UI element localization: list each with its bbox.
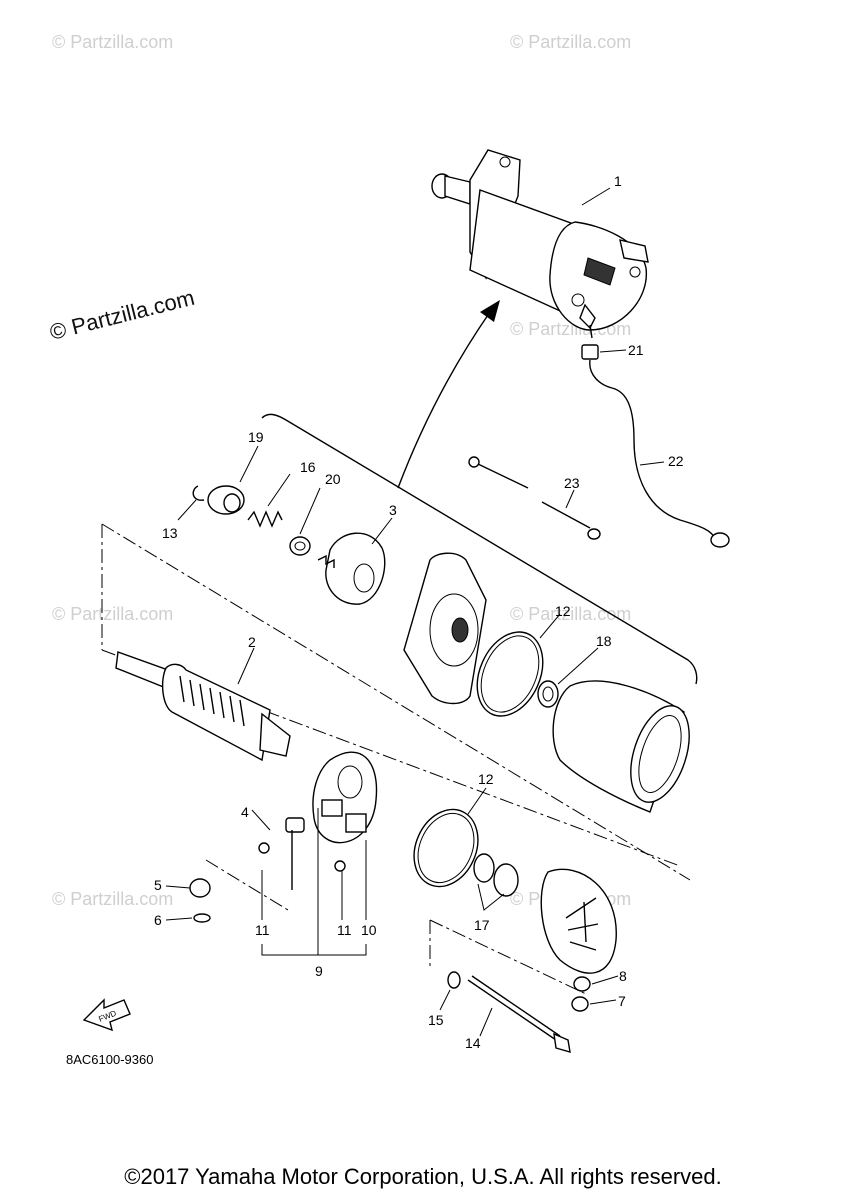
- yoke: [552, 680, 690, 813]
- callout-4: 4: [241, 804, 249, 820]
- callout-14: 14: [465, 1035, 481, 1051]
- callout-19: 19: [248, 429, 264, 445]
- callout-2: 2: [248, 634, 256, 650]
- callout-11-right: 11: [337, 922, 352, 938]
- callout-18: 18: [596, 633, 612, 649]
- callout-17: 17: [474, 917, 490, 933]
- leader-line: [581, 187, 611, 206]
- small-wires: [468, 456, 601, 540]
- o-ring-upper: [476, 631, 544, 717]
- rear-cover: [540, 868, 617, 974]
- o-ring-15: [447, 971, 461, 989]
- callout-numbers: 1 2 3 4 5 6 7 8 9 10 11 11 12 12 13 14 1…: [154, 173, 684, 1051]
- fwd-arrow-icon: FWD: [82, 998, 131, 1032]
- pinion-clutch: [317, 517, 393, 605]
- callout-6: 6: [154, 912, 162, 928]
- washer-18: [537, 680, 559, 708]
- callout-9: 9: [315, 963, 323, 979]
- arrow-head: [480, 300, 500, 322]
- nut-7: [571, 996, 589, 1012]
- starter-motor-assembly: [431, 149, 649, 339]
- small-parts-row: [177, 445, 321, 556]
- callout-12-upper: 12: [555, 603, 571, 619]
- armature: [115, 647, 291, 762]
- lead-wire: [581, 344, 730, 548]
- assembly-arrow: [397, 311, 491, 489]
- watermark: © Partzilla.com: [52, 889, 173, 909]
- copyright-notice: ©2017 Yamaha Motor Corporation, U.S.A. A…: [124, 1164, 722, 1189]
- callout-11-left: 11: [255, 922, 270, 938]
- diagram-code: 8AC6100-9360: [66, 1052, 154, 1067]
- washer-17a: [473, 853, 495, 883]
- callout-22: 22: [668, 453, 684, 469]
- callout-15: 15: [428, 1012, 444, 1028]
- through-bolt: [467, 979, 557, 1041]
- callout-13: 13: [162, 525, 178, 541]
- callout-7: 7: [618, 993, 626, 1009]
- callout-23: 23: [564, 475, 580, 491]
- callout-3: 3: [389, 502, 397, 518]
- brush-plate: [258, 751, 378, 890]
- callout-12-lower: 12: [478, 771, 494, 787]
- washer-17b: [493, 863, 519, 897]
- o-ring-lower: [413, 808, 479, 888]
- callout-brackets: [251, 808, 367, 956]
- nut-5: [189, 878, 211, 898]
- group-bracket: [261, 413, 698, 685]
- watermark: © Partzilla.com: [510, 32, 631, 52]
- callout-21: 21: [628, 342, 644, 358]
- nut-8: [573, 976, 591, 992]
- watermark: © Partzilla.com: [510, 604, 631, 624]
- callout-1: 1: [614, 173, 622, 189]
- callout-5: 5: [154, 877, 162, 893]
- callout-10: 10: [361, 922, 377, 938]
- callout-20: 20: [325, 471, 341, 487]
- watermark: © Partzilla.com: [52, 604, 173, 624]
- watermark: © Partzilla.com: [52, 32, 173, 52]
- callout-8: 8: [619, 968, 627, 984]
- front-bracket: [403, 552, 487, 705]
- washer-6: [193, 913, 211, 923]
- callout-16: 16: [300, 459, 316, 475]
- watermark-main: © Partzilla.com: [47, 285, 197, 345]
